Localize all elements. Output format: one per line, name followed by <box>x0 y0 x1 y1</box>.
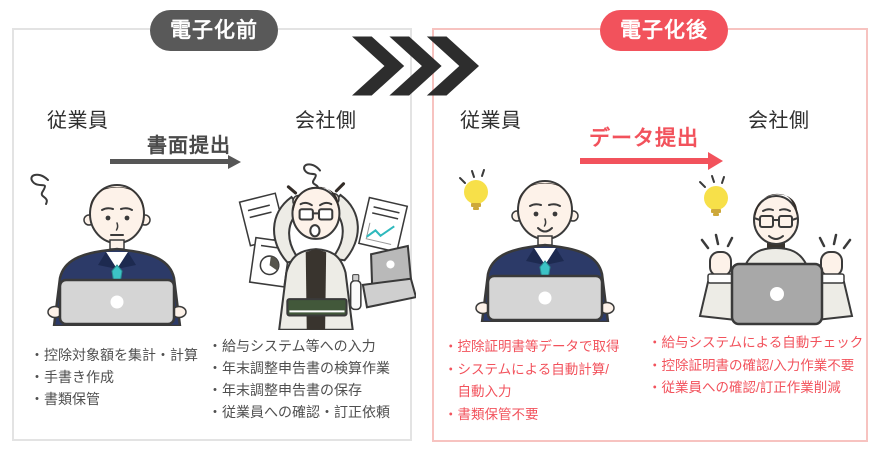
paper-submission-label: 書面提出 <box>147 135 231 157</box>
company-label-after: 会社側 <box>748 110 810 132</box>
task-item: ・給与システム等への入力 <box>208 338 376 354</box>
company-label-before: 会社側 <box>295 110 357 132</box>
employee-tasks-before: ・控除対象額を集計・計算 ・手書き作成 ・書類保管 <box>30 344 220 410</box>
company-stressed-illustration <box>238 163 416 330</box>
employee-happy-illustration <box>459 169 615 322</box>
sleeve <box>698 281 738 322</box>
idea-bulb-icon <box>699 175 728 216</box>
confusion-scribble-icon <box>303 163 322 191</box>
emphasis-strokes <box>818 233 852 250</box>
panel-after-digitization: 従業員 会社側 データ提出 <box>432 28 868 442</box>
badge-after-digitization: 電子化後 <box>600 10 728 51</box>
task-item: ・書類保管不要 <box>444 406 539 422</box>
fast-forward-chevrons-icon <box>352 36 480 96</box>
emphasis-strokes <box>700 233 734 250</box>
right-arrow-icon <box>110 154 241 169</box>
employee-benefits-after: ・控除証明書等データで取得 ・システムによる自動計算/ 自動入力 ・書類保管不要 <box>444 336 649 426</box>
task-item: ・従業員への確認/訂正作業削減 <box>648 380 841 395</box>
flying-paper <box>357 196 409 253</box>
task-item: ・従業員への確認・訂正依頼 <box>208 404 390 420</box>
glasses <box>298 208 334 221</box>
right-arrow-icon <box>580 152 723 170</box>
idea-bulb-icon <box>459 169 488 210</box>
badge-before-digitization: 電子化前 <box>150 10 278 51</box>
company-tasks-before: ・給与システム等への入力 ・年末調整申告書の検算作業 ・年末調整申告書の保存 ・… <box>208 335 414 423</box>
task-item: ・システムによる自動計算/ 自動入力 <box>444 361 609 400</box>
confusion-scribble-icon <box>30 173 49 205</box>
task-item: ・書類保管 <box>30 391 100 407</box>
employee-worried-illustration <box>30 173 187 326</box>
task-item: ・控除証明書の確認/入力作業不要 <box>648 357 855 373</box>
task-item: ・手書き作成 <box>30 369 114 385</box>
bottle <box>349 279 362 311</box>
employee-label-before: 従業員 <box>47 110 109 132</box>
data-submission-label: データ提出 <box>589 127 699 150</box>
company-benefits-after: ・給与システムによる自動チェック ・控除証明書の確認/入力作業不要 ・従業員への… <box>648 332 870 400</box>
glasses <box>753 215 799 228</box>
company-happy-illustration <box>698 175 854 326</box>
task-item: ・年末調整申告書の保存 <box>208 382 362 398</box>
green-book <box>286 298 348 317</box>
task-item: ・給与システムによる自動チェック <box>648 335 864 350</box>
task-item: ・控除証明書等データで取得 <box>444 339 620 354</box>
employee-label-after: 従業員 <box>460 110 522 132</box>
fist <box>820 251 843 277</box>
task-item: ・年末調整申告書の検算作業 <box>208 360 390 376</box>
fist <box>709 251 732 277</box>
panel-before-digitization: 従業員 会社側 書面提出 <box>12 28 416 441</box>
task-item: ・控除対象額を集計・計算 <box>30 347 198 363</box>
